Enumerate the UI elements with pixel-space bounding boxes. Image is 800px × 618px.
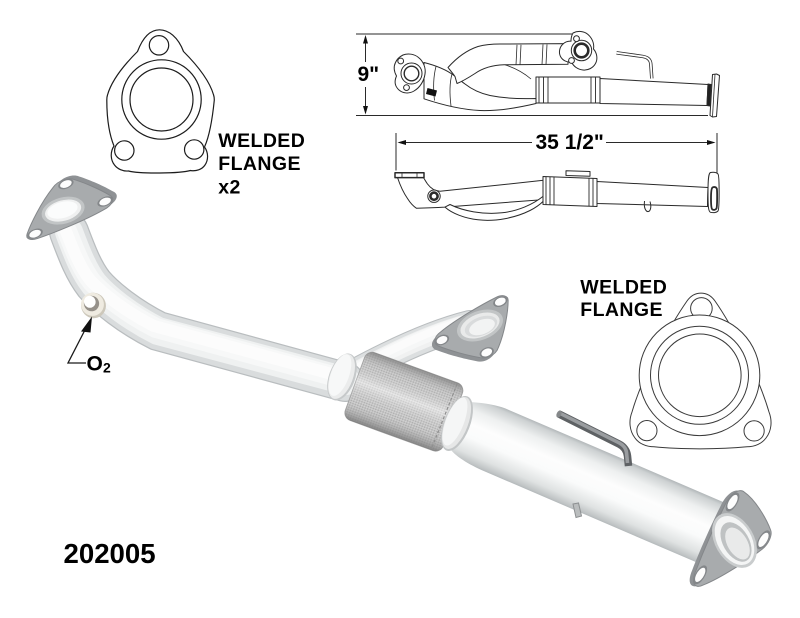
svg-text:FLANGE: FLANGE	[218, 153, 301, 175]
svg-text:FLANGE: FLANGE	[580, 299, 663, 321]
svg-text:9": 9"	[358, 63, 380, 86]
svg-text:2: 2	[103, 359, 111, 375]
svg-text:x2: x2	[218, 177, 241, 199]
svg-text:WELDED: WELDED	[580, 276, 667, 298]
svg-text:202005: 202005	[64, 538, 156, 569]
svg-text:O: O	[87, 352, 103, 375]
svg-text:35 1/2": 35 1/2"	[536, 131, 604, 154]
svg-text:WELDED: WELDED	[218, 130, 305, 152]
